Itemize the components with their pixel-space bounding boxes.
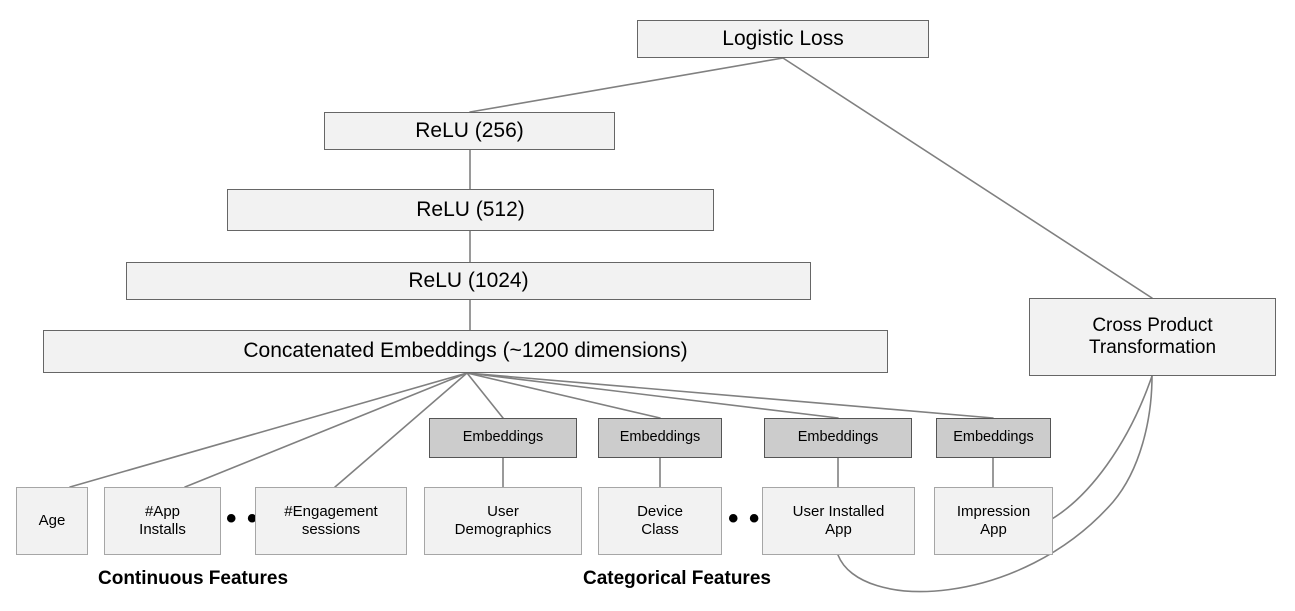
feature-impression-app-line-2: App	[980, 521, 1007, 538]
edge-concat-to-embedding-3	[466, 372, 839, 419]
feature-app-installs[interactable]: #App Installs	[104, 487, 221, 555]
edge-user-installed-app-to-cross	[837, 375, 1153, 593]
node-cross-product-line-2: Transformation	[1088, 337, 1217, 358]
edge-impression-app-to-cross	[1042, 375, 1153, 525]
feature-app-installs-line-2: Installs	[139, 521, 186, 538]
feature-user-installed-app-line-1: User Installed	[792, 503, 885, 521]
feature-device-class[interactable]: Device Class	[598, 487, 722, 555]
edge-concat-to-age	[69, 372, 468, 488]
node-embeddings-2-label: Embeddings	[619, 429, 701, 446]
edge-loss-to-cross	[782, 57, 1153, 299]
node-relu-512[interactable]: ReLU (512)	[227, 189, 714, 231]
feature-impression-app-line-1: Impression	[956, 503, 1031, 521]
node-embeddings-impression-app[interactable]: Embeddings	[936, 418, 1051, 458]
node-embeddings-user-demographics[interactable]: Embeddings	[429, 418, 577, 458]
node-relu-512-label: ReLU (512)	[416, 197, 525, 221]
edge-loss-to-relu256	[469, 57, 784, 113]
feature-user-installed-app[interactable]: User Installed App	[762, 487, 915, 555]
node-logistic-loss-label: Logistic Loss	[722, 26, 844, 50]
feature-user-demographics-line-2: Demographics	[454, 521, 552, 538]
feature-engagement-sessions-line-2: sessions	[301, 521, 361, 538]
feature-user-demographics-line-1: User	[487, 503, 519, 521]
feature-impression-app[interactable]: Impression App	[934, 487, 1053, 555]
label-continuous-features: Continuous Features	[98, 568, 289, 589]
feature-age-label: Age	[38, 512, 66, 530]
node-embeddings-user-installed-app[interactable]: Embeddings	[764, 418, 912, 458]
edge-concat-to-embedding-1	[466, 372, 504, 419]
edge-concat-to-app-installs	[184, 372, 468, 488]
node-relu-256-label: ReLU (256)	[415, 118, 524, 142]
node-cross-product-line-1: Cross Product	[1092, 314, 1213, 336]
feature-engagement-sessions-line-1: #Engagement	[284, 503, 378, 521]
feature-app-installs-line-1: #App	[144, 503, 181, 521]
node-concatenated-embeddings[interactable]: Concatenated Embeddings (~1200 dimension…	[43, 330, 888, 373]
feature-device-class-line-1: Device	[637, 503, 683, 521]
node-embeddings-device-class[interactable]: Embeddings	[598, 418, 722, 458]
node-embeddings-4-label: Embeddings	[953, 429, 1034, 446]
feature-age[interactable]: Age	[16, 487, 88, 555]
node-logistic-loss[interactable]: Logistic Loss	[637, 20, 929, 58]
label-categorical-features: Categorical Features	[583, 568, 771, 589]
feature-user-demographics[interactable]: User Demographics	[424, 487, 582, 555]
node-concatenated-embeddings-label: Concatenated Embeddings (~1200 dimension…	[243, 339, 688, 363]
feature-device-class-line-2: Class	[641, 521, 679, 538]
feature-user-installed-app-line-2: App	[825, 521, 852, 538]
node-embeddings-1-label: Embeddings	[462, 429, 544, 446]
node-cross-product-transformation[interactable]: Cross Product Transformation	[1029, 298, 1276, 376]
edge-concat-to-embedding-2	[466, 372, 661, 419]
node-relu-1024[interactable]: ReLU (1024)	[126, 262, 811, 300]
node-relu-256[interactable]: ReLU (256)	[324, 112, 615, 150]
edge-concat-to-embedding-4	[466, 372, 994, 419]
node-relu-1024-label: ReLU (1024)	[408, 268, 529, 292]
feature-engagement-sessions[interactable]: #Engagement sessions	[255, 487, 407, 555]
node-embeddings-3-label: Embeddings	[797, 429, 879, 446]
